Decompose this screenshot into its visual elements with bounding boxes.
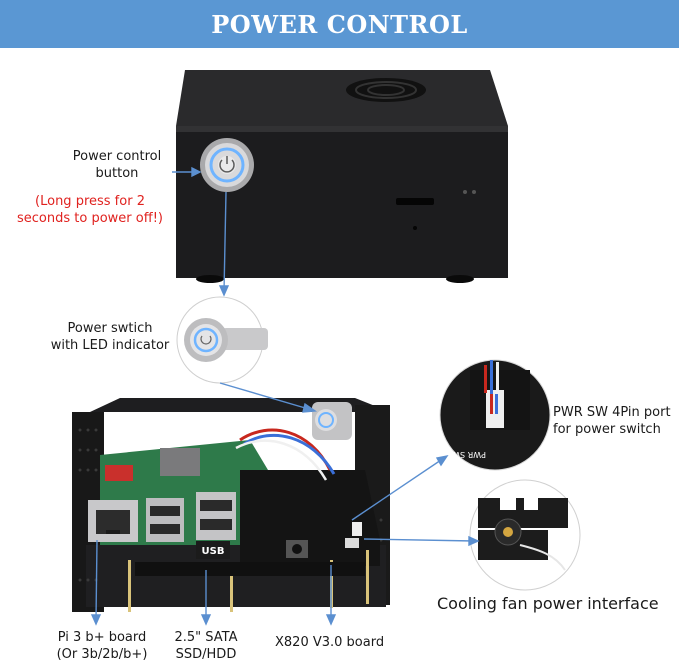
pwr-port-zoom: PWR SW (439, 359, 551, 471)
usb-marking: USB (202, 546, 225, 557)
leader-lines (90, 166, 480, 626)
pi-board-label-2: (Or 3b/2b/b+) (56, 647, 148, 662)
sata-callout: 2.5" SATA SSD/HDD (160, 629, 252, 663)
open-case: USB (72, 398, 390, 612)
cooling-vent (346, 78, 426, 102)
power-off-note-1: (Long press for 2 (35, 194, 145, 209)
pwr-port-callout: PWR SW 4Pin port for power switch (553, 404, 679, 438)
closed-case (176, 70, 508, 283)
banner-title: POWER CONTROL (211, 9, 468, 39)
power-switch-label-2: with LED indicator (50, 338, 170, 353)
x820-callout: X820 V3.0 board (275, 635, 385, 650)
pi-board-label-1: Pi 3 b+ board (57, 630, 147, 645)
led-ring-icon (176, 296, 268, 384)
power-switch-label-1: Power swtich (67, 321, 153, 336)
pi-board-callout: Pi 3 b+ board (Or 3b/2b/b+) (50, 629, 154, 663)
pwr-port-label-2: for power switch (553, 422, 661, 437)
title-banner: POWER CONTROL (0, 0, 679, 48)
power-switch-callout: Power swtich with LED indicator (40, 320, 180, 354)
sata-label-1: 2.5" SATA (174, 630, 238, 645)
power-button-icon (200, 138, 254, 192)
usb-port-icon (146, 492, 236, 542)
pwr-sw-marking: PWR SW (452, 450, 486, 459)
cooling-fan-icon (469, 479, 581, 591)
fan-callout: Cooling fan power interface (437, 594, 659, 613)
power-off-note: (Long press for 2 seconds to power off!) (4, 193, 176, 227)
power-button-callout: Power control button (58, 148, 176, 182)
power-off-note-2: seconds to power off!) (17, 211, 163, 226)
ethernet-port-icon (88, 500, 138, 542)
power-button-label-1: Power control (72, 149, 162, 164)
pwr-port-label-1: PWR SW 4Pin port (553, 405, 671, 420)
power-button-label-2: button (95, 166, 139, 181)
sata-label-2: SSD/HDD (175, 647, 237, 662)
usb-label: USB (196, 541, 230, 559)
x820-board (240, 470, 380, 566)
